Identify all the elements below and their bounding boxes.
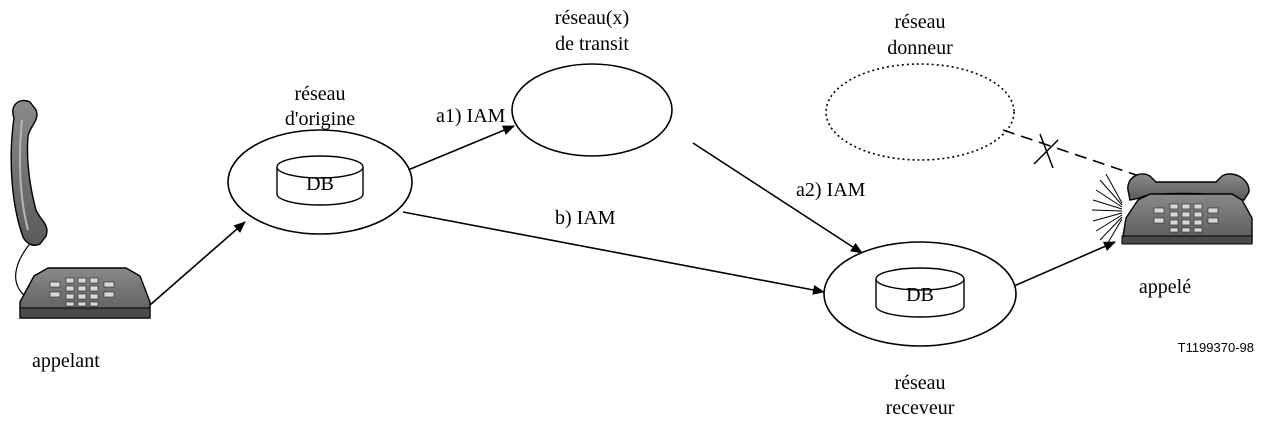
transit-network-ellipse bbox=[511, 63, 673, 157]
message-b-label: b) IAM bbox=[555, 207, 616, 229]
message-a2-label: a2) IAM bbox=[796, 179, 866, 201]
callee-label: appelé bbox=[1139, 276, 1191, 298]
transit-network-label-line1: réseau(x) bbox=[555, 7, 629, 29]
ringing-telephone-icon bbox=[1091, 173, 1253, 247]
recipient-network-label-line1: réseau bbox=[894, 372, 945, 394]
telephone-with-handset-lifted-icon bbox=[10, 99, 151, 319]
recipient-network-label-line2: receveur bbox=[886, 397, 955, 419]
edge-a2-transit-to-recipient bbox=[692, 142, 863, 254]
edge-b-origin-to-recipient bbox=[402, 211, 825, 295]
figure-code: T1199370-98 bbox=[1178, 340, 1254, 355]
message-a1-label: a1) IAM bbox=[436, 105, 506, 127]
cut-mark bbox=[1033, 133, 1059, 169]
origin-db-label: DB bbox=[306, 173, 334, 195]
recipient-db-label: DB bbox=[906, 284, 934, 306]
database-icon bbox=[875, 267, 965, 318]
origin-network-label-line2: d'origine bbox=[285, 108, 355, 130]
donor-network-label-line1: réseau bbox=[894, 11, 945, 33]
origin-network-label-line1: réseau bbox=[294, 83, 345, 105]
edge-caller-to-origin bbox=[149, 221, 246, 306]
donor-network-label-line2: donneur bbox=[887, 37, 953, 59]
edge-donor-to-callee-disconnected bbox=[1002, 129, 1146, 179]
donor-network-ellipse bbox=[825, 63, 1015, 161]
caller-label: appelant bbox=[32, 350, 100, 372]
database-icon bbox=[276, 155, 364, 206]
transit-network-label-line2: de transit bbox=[555, 33, 629, 55]
edge-a1-origin-to-transit bbox=[407, 125, 515, 171]
edge-recipient-to-callee bbox=[1013, 241, 1116, 287]
